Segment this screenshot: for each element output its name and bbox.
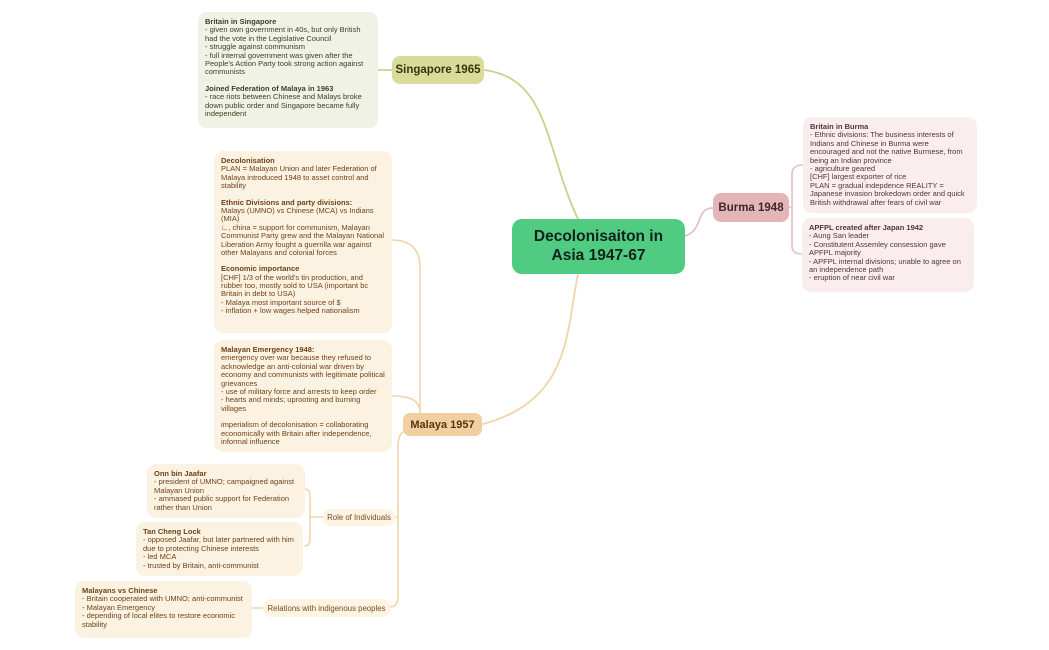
note-section: Malayans vs Chinese - Britain cooperated… [82, 586, 245, 629]
note-section: Ethnic Divisions and party divisions: Ma… [221, 197, 385, 258]
malaya-topic-node[interactable]: Malaya 1957 [403, 413, 482, 436]
note-title: Onn bin Jaafar [154, 469, 207, 478]
singapore-notes-card[interactable]: Britain in Singapore - given own governm… [198, 12, 378, 128]
connector-burma-notes-bracket [787, 164, 804, 255]
note-body: - Ethnic divisions: The business interes… [810, 130, 965, 207]
note-body: - race riots between Chinese and Malays … [205, 92, 362, 118]
note-body: - given own government in 40s, but only … [205, 25, 364, 77]
note-section: imperialism of decolonisation = collabor… [221, 420, 385, 446]
note-section: Malayan Emergency 1948: emergency over w… [221, 345, 385, 413]
burma-notes-card-1[interactable]: Britain in Burma - Ethnic divisions: The… [803, 117, 977, 213]
onn-bin-jaafar-notes-card[interactable]: Onn bin Jaafar - president of UMNO; camp… [147, 464, 305, 518]
singapore-topic-node[interactable]: Singapore 1965 [392, 56, 484, 84]
connector-central-singapore [483, 69, 579, 220]
note-title: Britain in Burma [810, 122, 869, 131]
burma-topic-node[interactable]: Burma 1948 [713, 193, 789, 222]
note-body: imperialism of decolonisation = collabor… [221, 420, 372, 446]
note-title: Ethnic Divisions and party divisions: [221, 197, 353, 207]
note-section: Economic importance [CHF] 1/3 of the wor… [221, 264, 385, 316]
note-section: Britain in Burma - Ethnic divisions: The… [810, 122, 970, 207]
relations-indigenous-peoples-node[interactable]: Relations with indigenous peoples [263, 599, 390, 617]
note-body: - opposed Jaafar, but later partnered wi… [143, 535, 294, 570]
singapore-topic-label: Singapore 1965 [395, 64, 481, 76]
central-topic-node[interactable]: Decolonisaiton in Asia 1947-67 [512, 219, 685, 274]
note-section: Britain in Singapore - given own governm… [205, 17, 371, 77]
connector-malaya-notes-bracket [391, 239, 421, 415]
malaya-topic-label: Malaya 1957 [410, 418, 475, 431]
note-section: APFPL created after Japan 1942 - Aung Sa… [809, 223, 967, 283]
relations-indigenous-peoples-label: Relations with indigenous peoples [267, 603, 386, 613]
tan-cheng-lock-notes-card[interactable]: Tan Cheng Lock - opposed Jaafar, but lat… [136, 522, 303, 576]
note-body: PLAN = Malayan Union and later Federatio… [221, 164, 377, 191]
note-section: Onn bin Jaafar - president of UMNO; camp… [154, 469, 298, 512]
note-section: Joined Federation of Malaya in 1963 - ra… [205, 83, 371, 119]
connector-central-burma [684, 207, 714, 237]
note-section: Decolonisation PLAN = Malayan Union and … [221, 156, 385, 191]
central-topic-label: Decolonisaiton in Asia 1947-67 [533, 228, 664, 264]
note-body: - Aung San leader - Constitutent Assemle… [809, 231, 961, 283]
connector-role-individuals-bracket [304, 488, 324, 547]
malayans-vs-chinese-notes-card[interactable]: Malayans vs Chinese - Britain cooperated… [75, 581, 252, 638]
note-title: Economic importance [221, 264, 300, 274]
note-body: - Britain cooperated with UMNO; anti-com… [82, 594, 243, 629]
note-body: Malays (UMNO) vs Chinese (MCA) vs Indian… [221, 205, 384, 257]
role-of-individuals-label: Role of Individuals [327, 513, 391, 522]
note-title: APFPL created after Japan 1942 [809, 223, 924, 232]
note-title: Decolonisation [221, 156, 275, 165]
burma-topic-label: Burma 1948 [718, 201, 784, 214]
note-body: emergency over war because they refused … [221, 353, 385, 413]
note-title: Joined Federation of Malaya in 1963 [205, 83, 334, 93]
note-body: [CHF] 1/3 of the world's tin production,… [221, 272, 369, 316]
note-title: Malayan Emergency 1948: [221, 345, 315, 354]
malaya-notes-card-1[interactable]: Decolonisation PLAN = Malayan Union and … [214, 151, 392, 333]
note-title: Malayans vs Chinese [82, 586, 158, 595]
burma-notes-card-2[interactable]: APFPL created after Japan 1942 - Aung Sa… [802, 218, 974, 292]
note-title: Tan Cheng Lock [143, 527, 201, 536]
connector-central-malaya [482, 273, 579, 425]
note-body: - president of UMNO; campaigned against … [154, 477, 295, 512]
note-title: Britain in Singapore [205, 17, 277, 26]
note-section: Tan Cheng Lock - opposed Jaafar, but lat… [143, 527, 296, 570]
malaya-notes-card-2[interactable]: Malayan Emergency 1948: emergency over w… [214, 340, 392, 453]
role-of-individuals-node[interactable]: Role of Individuals [323, 509, 395, 526]
